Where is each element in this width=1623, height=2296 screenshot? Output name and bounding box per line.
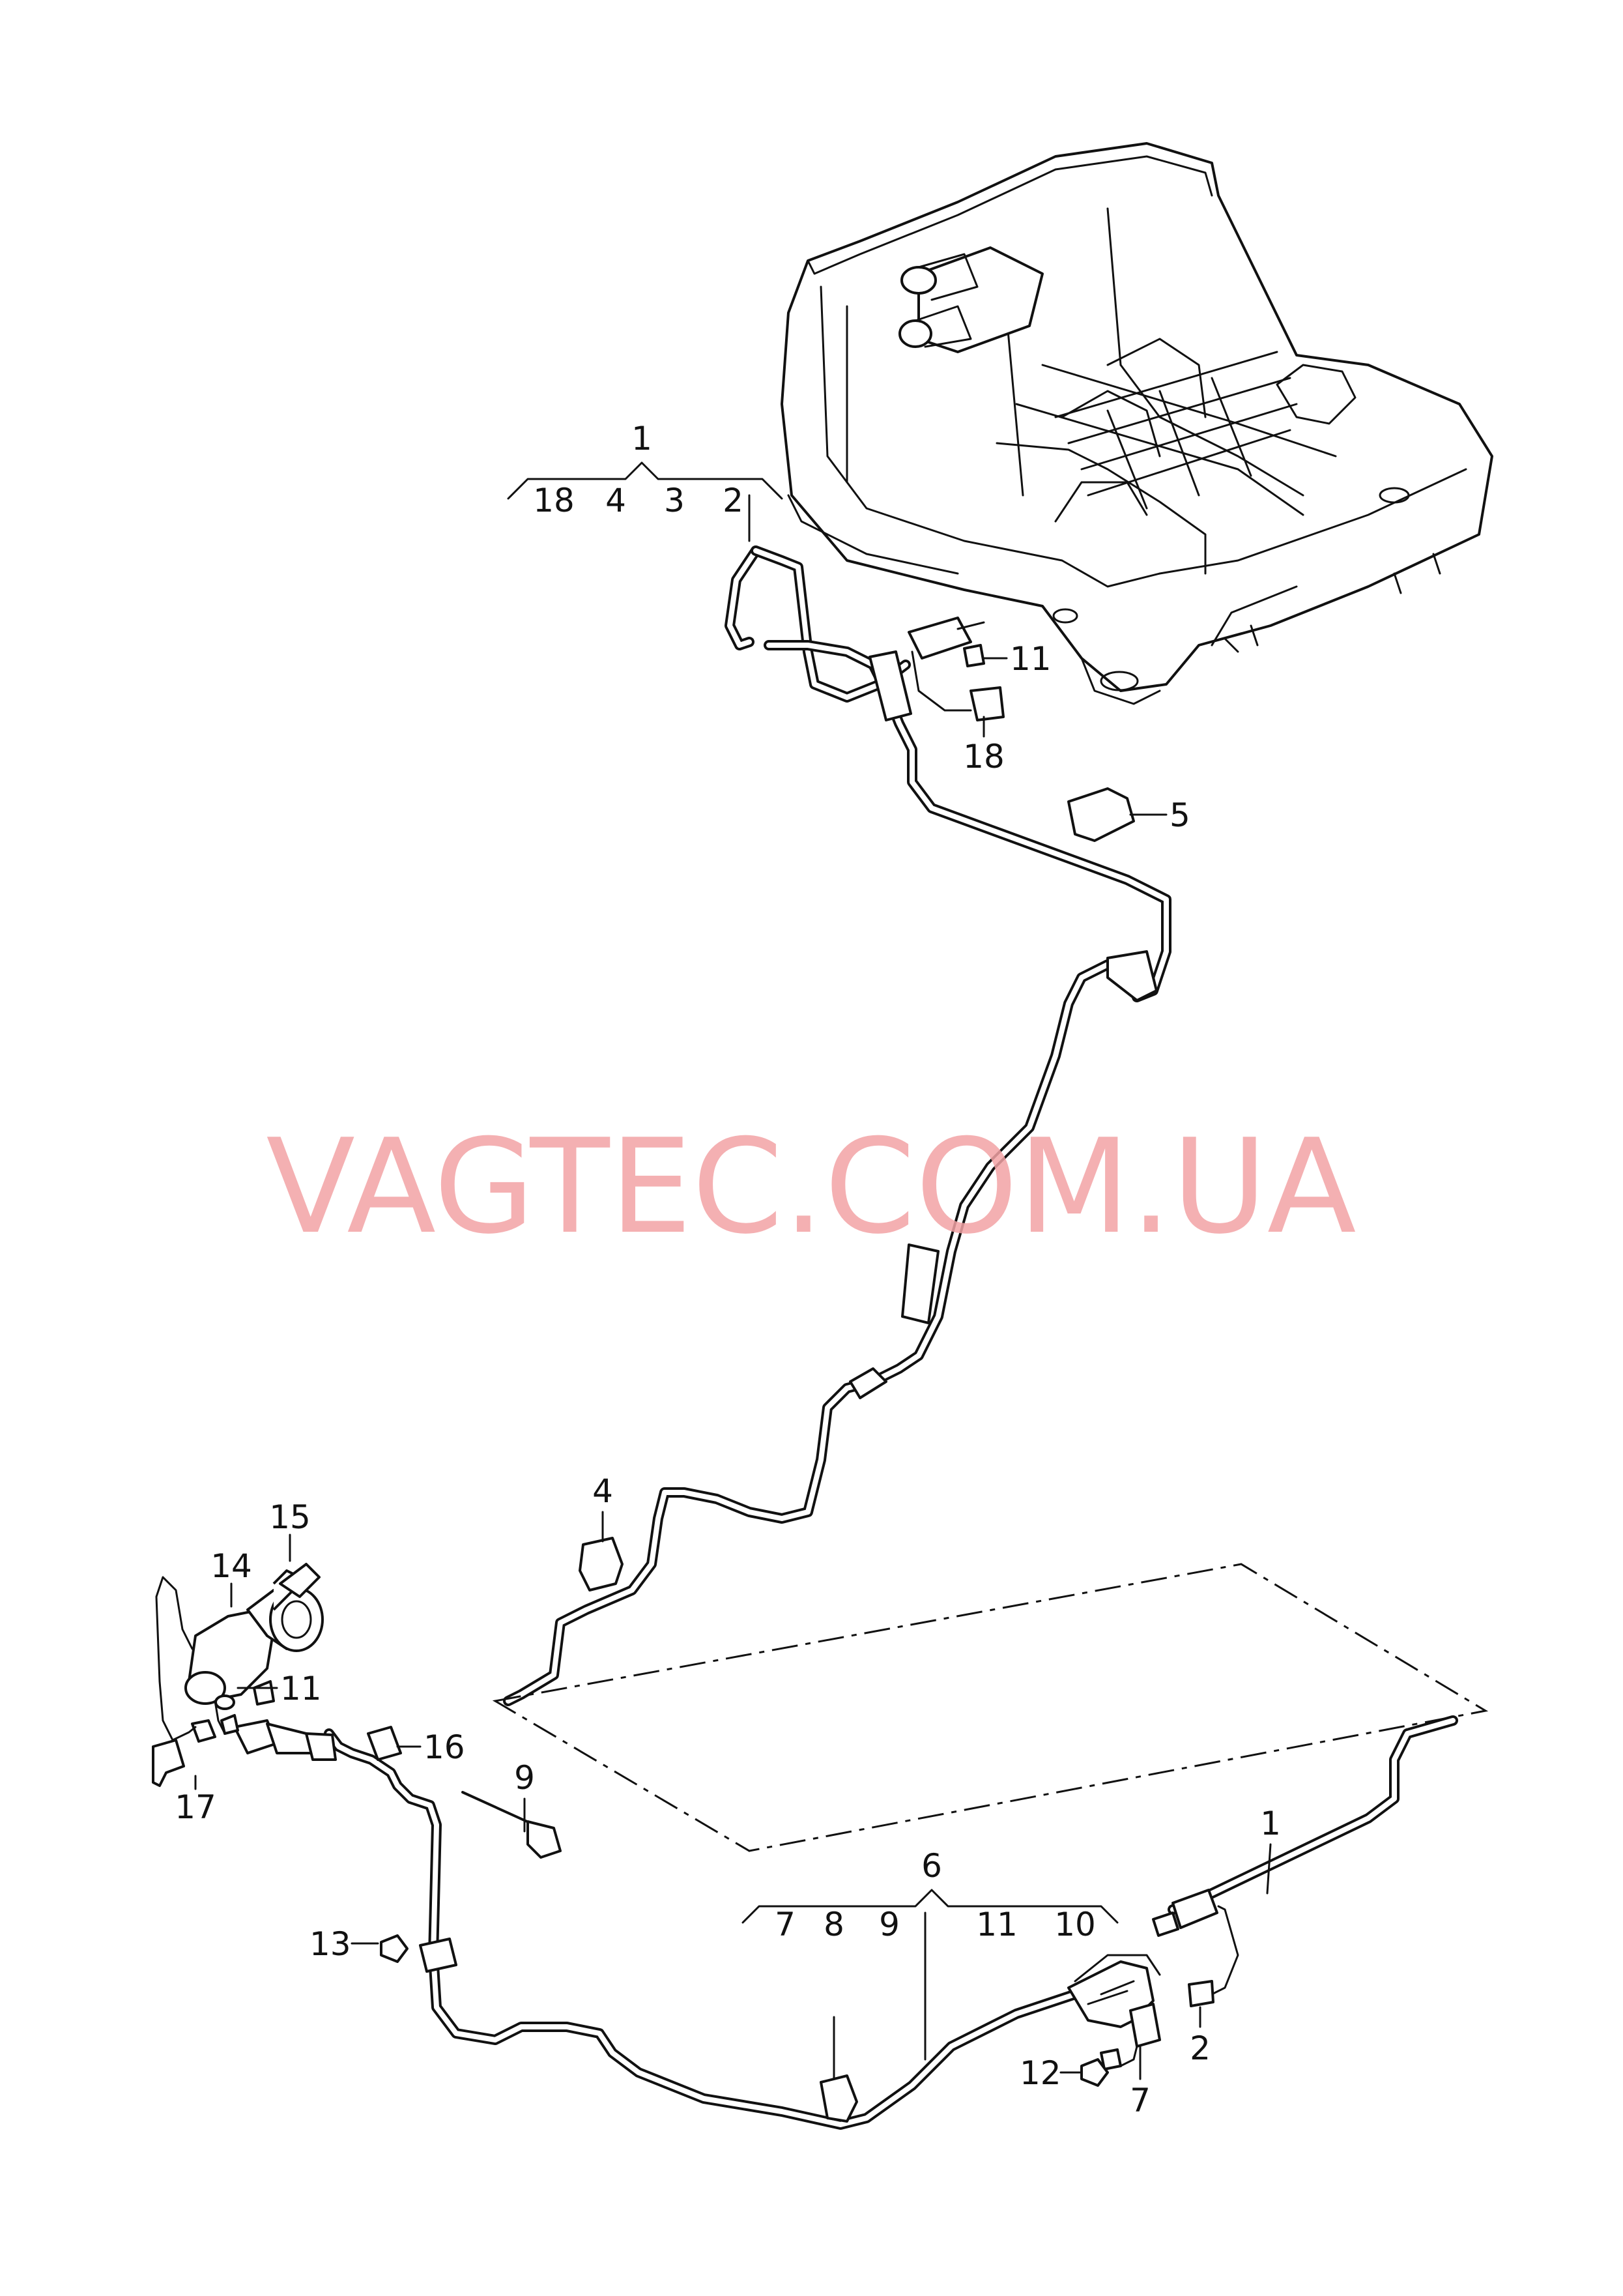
connector-fittings — [214, 1694, 337, 1761]
bolt-9 — [461, 1791, 562, 1859]
callout-10-group: 10 — [1054, 1906, 1096, 1943]
callout-6-top: 6 — [921, 1847, 942, 1885]
nut-12 — [1080, 2058, 1109, 2087]
callout-14: 14 — [210, 1547, 252, 1585]
callout-11a: 11 — [1010, 640, 1052, 678]
lower-fuel-line — [324, 1715, 1458, 2130]
callout-9: 9 — [514, 1759, 535, 1797]
callout-5: 5 — [1170, 796, 1190, 834]
callout-1-top: 1 — [631, 420, 652, 458]
callout-4: 4 — [592, 1472, 613, 1510]
callout-8-group: 8 — [824, 1906, 844, 1943]
assembly-outline — [492, 1563, 1489, 1852]
callout-3-top: 3 — [664, 482, 685, 519]
nut-13 — [380, 1934, 409, 1963]
clip-15 — [279, 1563, 321, 1598]
clip-4 — [579, 1537, 624, 1591]
callout-9-group: 9 — [879, 1906, 900, 1943]
callout-2-top: 2 — [723, 482, 743, 519]
callout-7: 7 — [1130, 2082, 1151, 2119]
callout-7-group: 7 — [775, 1906, 796, 1943]
watermark: VAGTEC.COM.UA — [266, 1111, 1356, 1263]
high-pressure-pump — [152, 1569, 324, 1787]
callout-11b: 11 — [280, 1670, 322, 1707]
callout-16: 16 — [424, 1728, 465, 1766]
fuel-tank — [781, 142, 1493, 705]
callout-11-group: 11 — [976, 1906, 1018, 1943]
clip-8 — [820, 2074, 858, 2123]
fuel-line — [503, 545, 1171, 1706]
callout-18-top: 18 — [533, 482, 575, 519]
leader-lines — [194, 461, 1272, 2080]
callout-1-lower: 1 — [1260, 1805, 1281, 1842]
callout-18: 18 — [963, 738, 1005, 776]
callout-4-top: 4 — [605, 482, 626, 519]
clip-5 — [1067, 787, 1135, 842]
line-clamp — [419, 1938, 457, 1973]
callout-15: 15 — [269, 1498, 311, 1536]
callout-13: 13 — [309, 1925, 351, 1963]
callout-2: 2 — [1190, 2029, 1211, 2067]
callout-labels: 1 18 4 3 2 11 18 5 4 15 14 11 16 17 9 13… — [175, 420, 1281, 2119]
callout-12: 12 — [1020, 2054, 1061, 2092]
clip-16 — [367, 1726, 402, 1761]
callout-17: 17 — [175, 1788, 216, 1826]
